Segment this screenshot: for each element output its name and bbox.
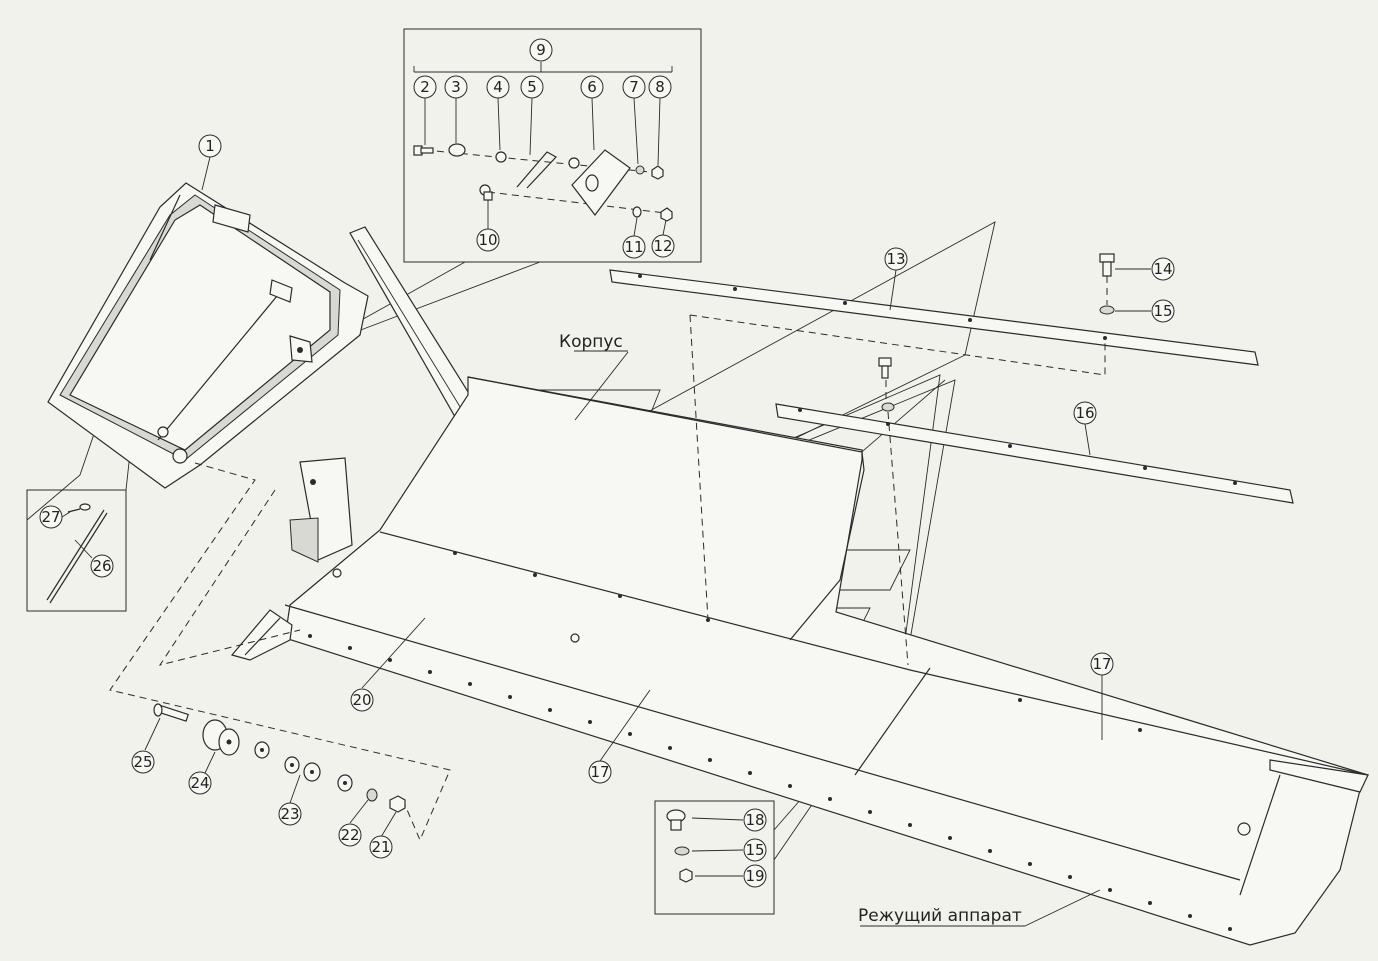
svg-text:17: 17 xyxy=(590,763,609,781)
inset18-hardware xyxy=(666,809,693,883)
callout-16: 16 xyxy=(1073,401,1097,425)
svg-text:13: 13 xyxy=(886,250,905,268)
svg-text:3: 3 xyxy=(451,78,461,96)
svg-text:9: 9 xyxy=(536,41,546,59)
rod-part-26 xyxy=(46,509,105,601)
svg-text:15: 15 xyxy=(745,841,764,859)
svg-text:19: 19 xyxy=(745,867,764,885)
svg-text:26: 26 xyxy=(92,557,111,575)
callout-10: 10 xyxy=(476,228,500,252)
callout-13: 13 xyxy=(884,247,908,271)
callout-14: 14 xyxy=(1151,257,1175,281)
svg-text:5: 5 xyxy=(527,78,537,96)
callout-22: 22 xyxy=(338,823,362,847)
callout-17-b: 17 xyxy=(588,760,612,784)
svg-text:23: 23 xyxy=(280,805,299,823)
svg-text:22: 22 xyxy=(340,826,359,844)
callout-7: 7 xyxy=(622,75,646,99)
svg-text:17: 17 xyxy=(1092,655,1111,673)
bolt-part-14 xyxy=(1099,253,1115,277)
callout-4: 4 xyxy=(486,75,510,99)
svg-text:11: 11 xyxy=(624,238,643,256)
svg-text:1: 1 xyxy=(205,137,215,155)
callout-23: 23 xyxy=(278,802,302,826)
callout-11: 11 xyxy=(622,235,646,259)
svg-text:4: 4 xyxy=(493,78,503,96)
callout-20: 20 xyxy=(350,688,374,712)
callout-15-b: 15 xyxy=(743,838,767,862)
callout-24: 24 xyxy=(188,771,212,795)
callout-27: 27 xyxy=(39,505,63,529)
callout-2: 2 xyxy=(413,75,437,99)
clip-part-27 xyxy=(67,503,91,513)
washer-part-15 xyxy=(1099,305,1115,315)
svg-text:8: 8 xyxy=(655,78,665,96)
svg-text:12: 12 xyxy=(653,237,672,255)
frame-sheet-part-17 xyxy=(284,376,1369,946)
inset-box-bolts-18 xyxy=(654,800,775,915)
callout-25: 25 xyxy=(131,750,155,774)
callout-17: 17 xyxy=(1090,652,1114,676)
washers-part-23 xyxy=(254,741,353,792)
dash-fastener-path xyxy=(109,462,451,842)
callout-5: 5 xyxy=(520,75,544,99)
svg-text:7: 7 xyxy=(629,78,639,96)
svg-text:16: 16 xyxy=(1075,404,1094,422)
callout-26: 26 xyxy=(90,554,114,578)
label-korpus: Корпус xyxy=(559,332,623,352)
svg-text:10: 10 xyxy=(478,231,497,249)
svg-text:24: 24 xyxy=(190,774,209,792)
bracket-part-20 xyxy=(289,457,353,563)
callout-12: 12 xyxy=(651,234,675,258)
roller-part-24 xyxy=(202,719,240,756)
svg-text:15: 15 xyxy=(1153,302,1172,320)
dash-13 xyxy=(689,314,1106,376)
cutter-fingers xyxy=(230,609,293,661)
callout-leaders xyxy=(61,97,1151,927)
svg-text:27: 27 xyxy=(41,508,60,526)
bolt-upper-16 xyxy=(878,357,892,367)
pin-part-25 xyxy=(153,703,189,722)
strip-part-13 xyxy=(609,269,1259,366)
label-cutter: Режущий аппарат xyxy=(858,906,1022,926)
callout-9: 9 xyxy=(529,38,553,62)
callout-1: 1 xyxy=(198,134,222,158)
callout-21: 21 xyxy=(369,835,393,859)
inset-box-rod-26 xyxy=(26,489,127,612)
svg-text:25: 25 xyxy=(133,753,152,771)
nut-part-21 xyxy=(389,795,406,813)
lockwasher-part-22 xyxy=(366,788,378,802)
callout-8: 8 xyxy=(648,75,672,99)
svg-text:20: 20 xyxy=(352,691,371,709)
callout-15: 15 xyxy=(1151,299,1175,323)
side-shield-part-1 xyxy=(47,182,369,489)
inset9-hardware xyxy=(413,62,673,222)
strip-part-16 xyxy=(775,403,1294,504)
svg-text:21: 21 xyxy=(371,838,390,856)
callout-18: 18 xyxy=(743,808,767,832)
callout-6: 6 xyxy=(580,75,604,99)
svg-text:14: 14 xyxy=(1153,260,1172,278)
inset-box-hardware-9 xyxy=(403,28,702,263)
svg-text:2: 2 xyxy=(420,78,430,96)
svg-text:18: 18 xyxy=(745,811,764,829)
callout-3: 3 xyxy=(444,75,468,99)
svg-text:6: 6 xyxy=(587,78,597,96)
callout-19: 19 xyxy=(743,864,767,888)
